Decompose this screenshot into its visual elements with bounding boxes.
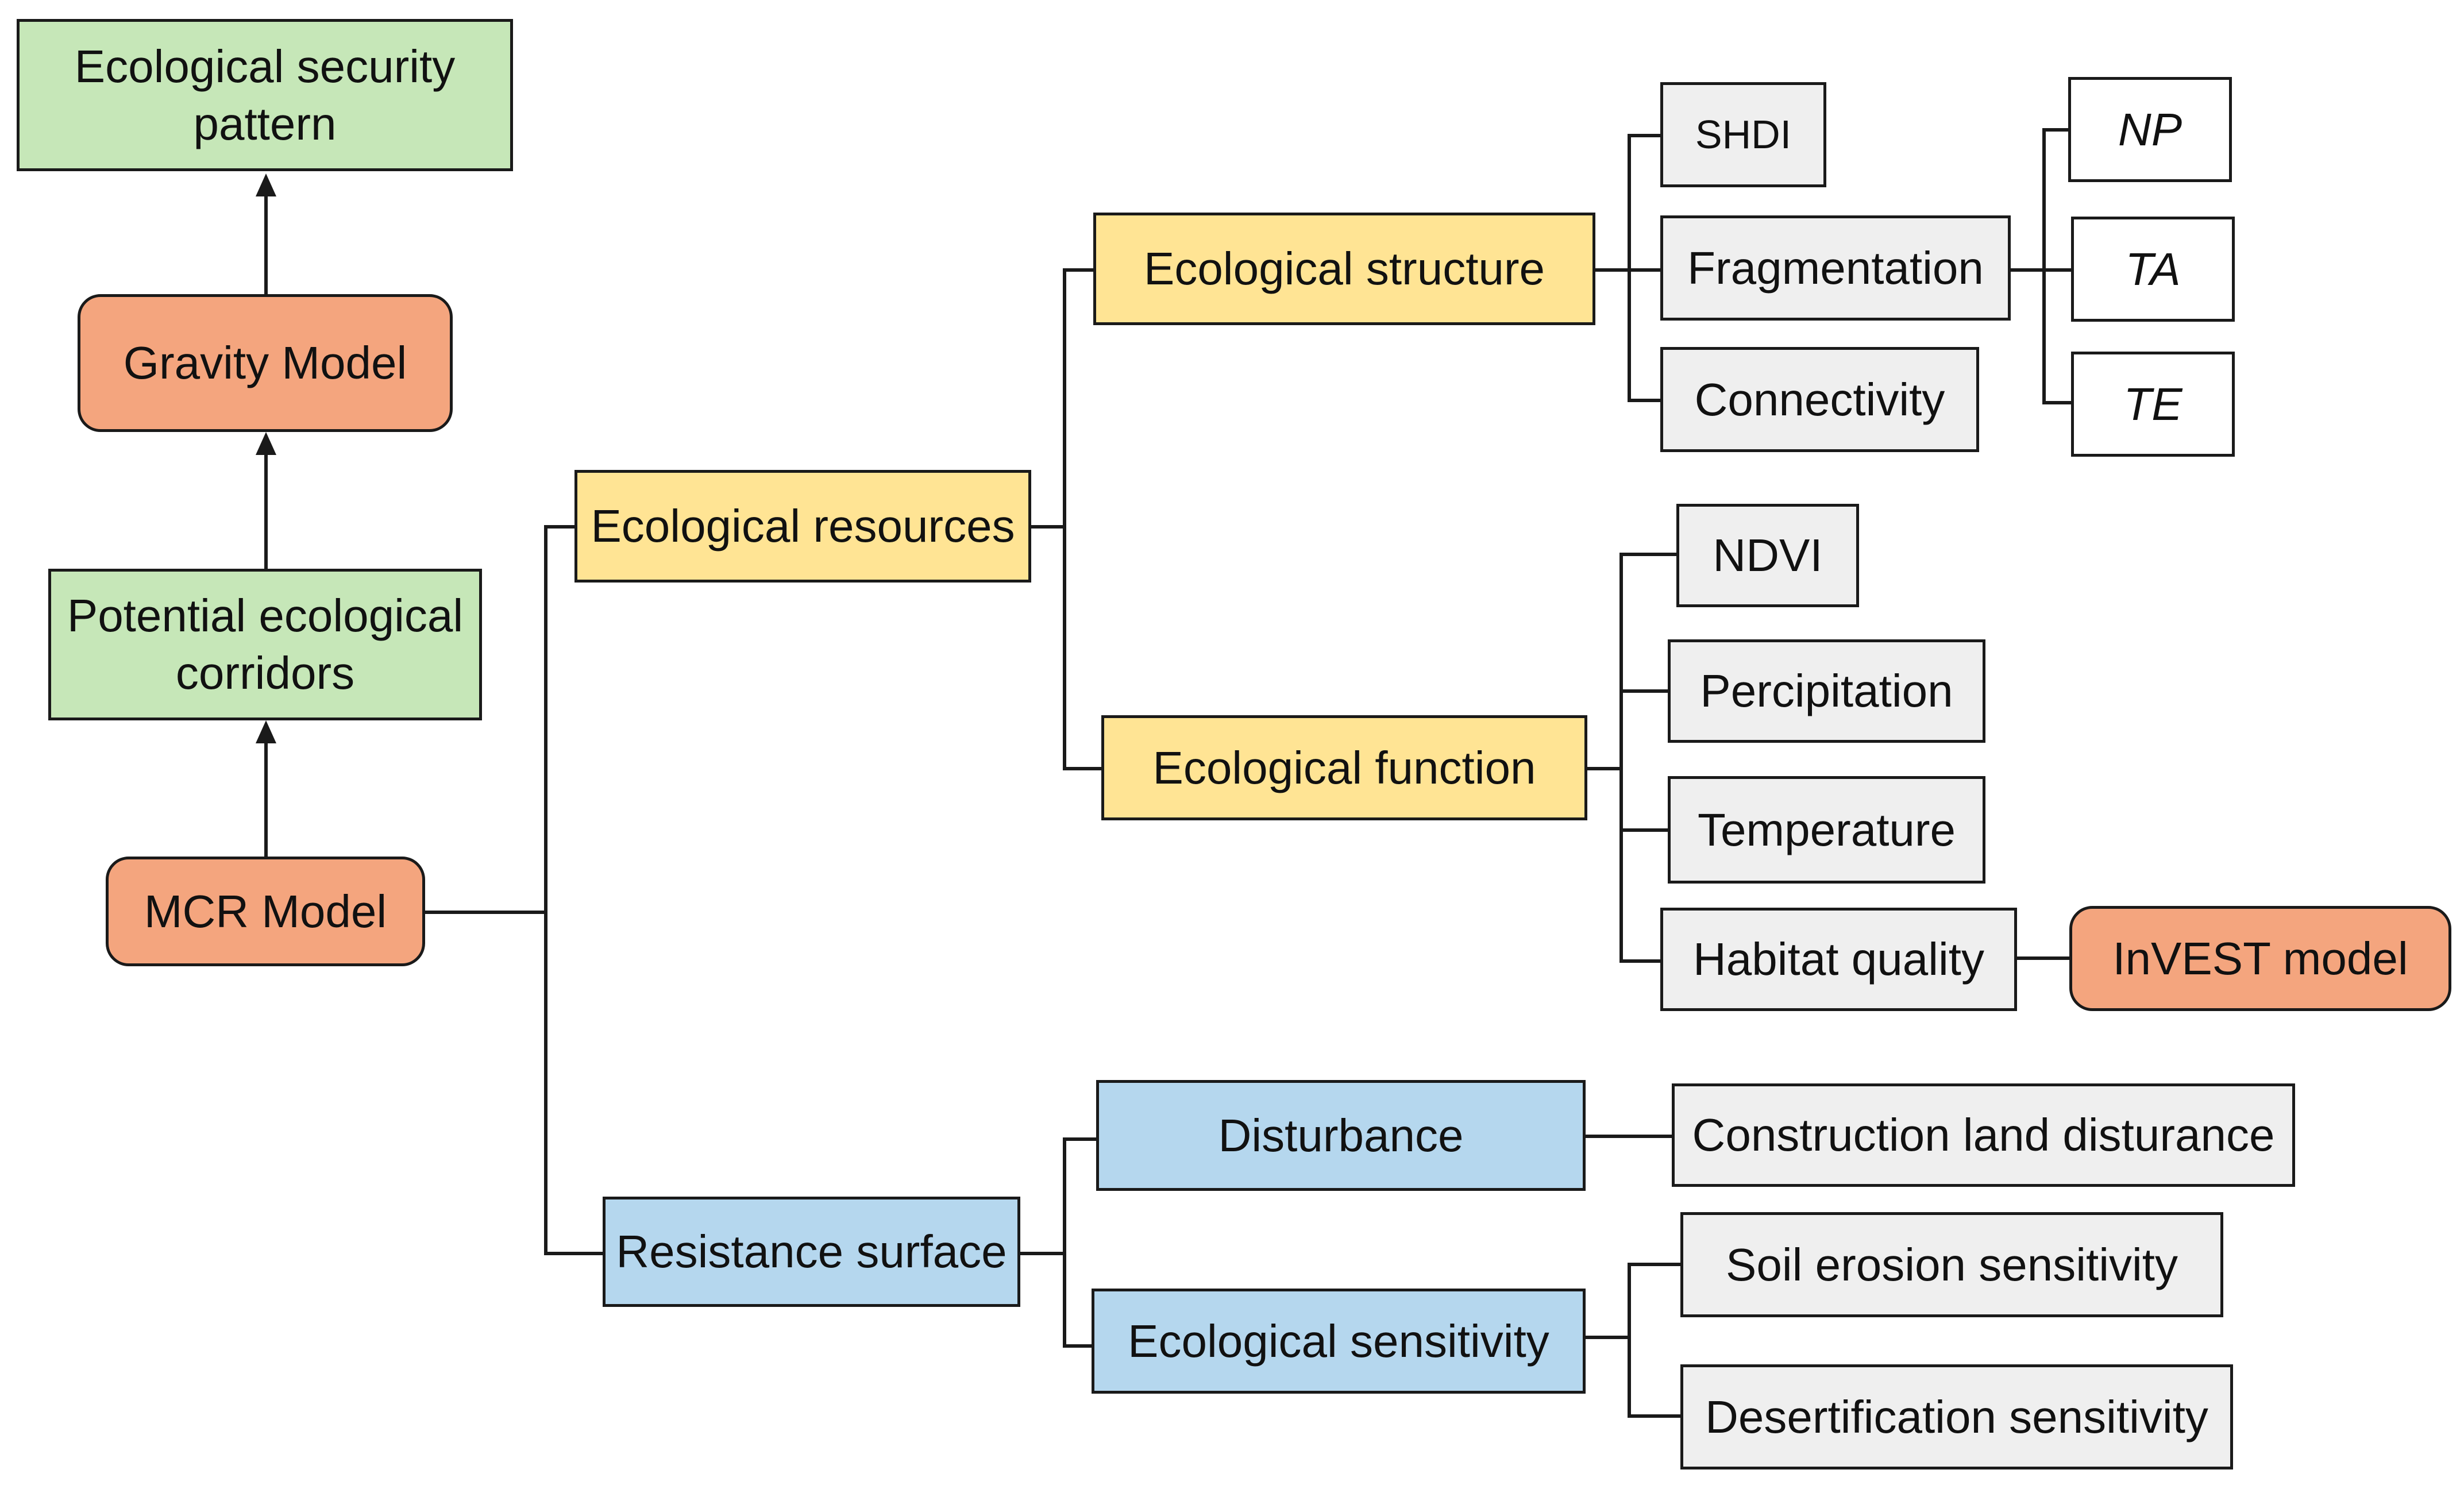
connectivity-box: Connectivity (1660, 347, 1979, 452)
invest-model-box: InVEST model (2069, 906, 2451, 1011)
ecological-function-label: Ecological function (1152, 742, 1536, 793)
ecological-security-pattern-box: Ecological security pattern (17, 19, 513, 171)
arrowhead-gravity (256, 432, 276, 455)
temperature-box: Temperature (1668, 776, 1985, 884)
shdi-box: SHDI (1660, 82, 1826, 187)
soil-erosion-box: Soil erosion sensitivity (1680, 1212, 2223, 1317)
invest-model-label: InVEST model (2112, 932, 2408, 984)
potential-corridors-label: Potential ecological corridors (67, 590, 464, 699)
connectivity-label: Connectivity (1694, 373, 1945, 425)
bracket-sensitivity (1628, 1263, 1682, 1418)
ecological-sensitivity-label: Ecological sensitivity (1128, 1315, 1549, 1367)
potential-corridors-box: Potential ecological corridors (48, 569, 482, 720)
fragmentation-label: Fragmentation (1687, 242, 1984, 294)
gravity-model-label: Gravity Model (123, 337, 407, 388)
fragmentation-box: Fragmentation (1660, 215, 2011, 321)
np-label: NP (2118, 103, 2182, 155)
ecological-resources-box: Ecological resources (574, 470, 1031, 583)
arrowhead-pattern (256, 173, 276, 196)
ecological-structure-label: Ecological structure (1143, 243, 1545, 294)
bracket-structure (1628, 134, 1661, 402)
bracket-resources (1063, 268, 1103, 770)
percipitation-label: Percipitation (1700, 665, 1953, 716)
shdi-label: SHDI (1695, 111, 1792, 157)
te-label: TE (2123, 378, 2182, 430)
temperature-label: Temperature (1697, 804, 1956, 855)
arrowhead-corridors (256, 720, 276, 743)
ta-label: TA (2125, 243, 2181, 295)
desertification-label: Desertification sensitivity (1705, 1391, 2208, 1442)
resistance-surface-box: Resistance surface (603, 1197, 1020, 1307)
percipitation-box: Percipitation (1668, 639, 1985, 743)
bracket-mcr (544, 525, 603, 1255)
disturbance-label: Disturbance (1218, 1109, 1464, 1161)
habitat-quality-label: Habitat quality (1693, 934, 1984, 985)
ecological-security-pattern-label: Ecological security pattern (74, 40, 456, 149)
desertification-box: Desertification sensitivity (1680, 1364, 2233, 1469)
bracket-function (1619, 553, 1678, 963)
disturbance-box: Disturbance (1096, 1080, 1586, 1191)
te-box: TE (2071, 352, 2235, 457)
gravity-model-box: Gravity Model (78, 294, 453, 432)
bracket-fragmentation (2042, 128, 2074, 404)
ndvi-label: NDVI (1713, 530, 1823, 581)
construction-disturbance-label: Construction land disturance (1692, 1109, 2275, 1160)
ecological-function-box: Ecological function (1101, 715, 1587, 820)
resistance-surface-label: Resistance surface (616, 1226, 1007, 1277)
habitat-quality-box: Habitat quality (1660, 908, 2017, 1011)
ndvi-box: NDVI (1676, 504, 1859, 607)
mcr-model-box: MCR Model (106, 857, 425, 966)
mcr-model-label: MCR Model (144, 885, 387, 937)
np-box: NP (2068, 77, 2232, 182)
ta-box: TA (2071, 217, 2235, 322)
ecological-sensitivity-box: Ecological sensitivity (1092, 1289, 1586, 1394)
bracket-resistance (1063, 1137, 1097, 1348)
construction-disturbance-box: Construction land disturance (1672, 1083, 2295, 1187)
ecological-structure-box: Ecological structure (1093, 213, 1595, 325)
ecological-resources-label: Ecological resources (591, 500, 1015, 551)
soil-erosion-label: Soil erosion sensitivity (1726, 1239, 2178, 1290)
